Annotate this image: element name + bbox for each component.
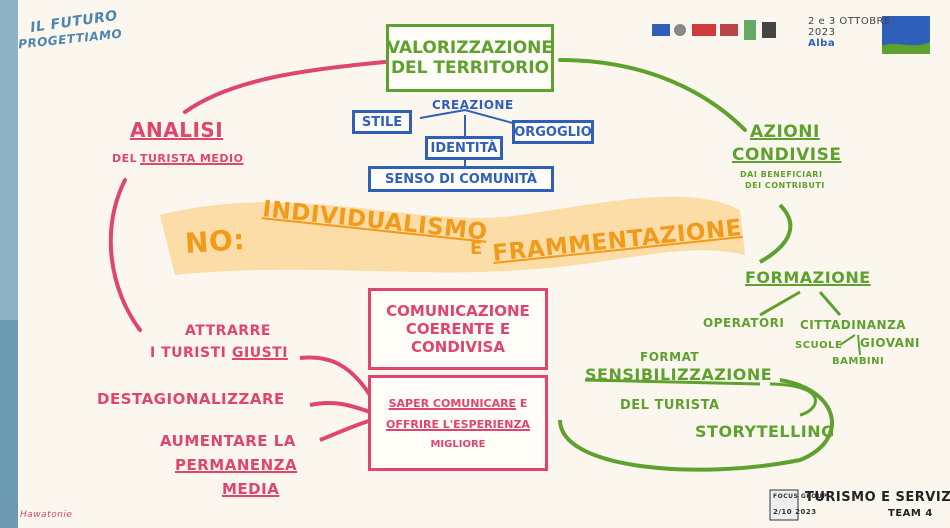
scuole-label: SCUOLE <box>795 340 843 351</box>
banner-conj: E <box>470 238 483 259</box>
pink-arrow-2 <box>309 401 371 414</box>
saper-l3: MIGLIORE <box>430 438 486 450</box>
focus-group: FOCUS GROUP <box>773 493 828 500</box>
event-place: Alba <box>808 38 836 49</box>
format-label: FORMAT <box>640 350 700 364</box>
footer-team: TEAM 4 <box>888 508 933 519</box>
analisi-sub: TURISTA MEDIO <box>140 152 244 165</box>
event-year: 2023 <box>808 27 836 38</box>
aumentare-l3: MEDIA <box>222 480 280 498</box>
footer-topic: TURISMO E SERVIZI <box>805 490 950 505</box>
operatori-label: OPERATORI <box>703 316 785 330</box>
green-line-sens <box>584 378 761 386</box>
stile-box: STILE <box>352 110 412 134</box>
com-l2: COERENTE E <box>405 320 511 338</box>
condivise-title: CONDIVISE <box>732 145 842 165</box>
del-turista-label: DEL TURISTA <box>620 398 720 413</box>
saper-l2: OFFRIRE L'ESPERIENZA <box>386 417 530 431</box>
comunicazione-box: COMUNICAZIONE COERENTE E CONDIVISA <box>368 288 548 370</box>
saper-box: SAPER COMUNICARE E OFFRIRE L'ESPERIENZA … <box>368 375 548 471</box>
senso-label: SENSO DI COMUNITÀ <box>385 171 537 187</box>
saper-l1b: E <box>519 396 528 410</box>
analisi-sub-prefix: DEL <box>112 152 138 165</box>
green-cittadinanza-line-r <box>857 334 861 356</box>
com-l1: COMUNICAZIONE <box>386 302 530 320</box>
focus-logo <box>769 489 799 521</box>
green-formazione-line-l <box>759 290 801 317</box>
identita-box: IDENTITÀ <box>425 136 503 160</box>
green-curve-top <box>558 58 747 132</box>
identita-label: IDENTITÀ <box>430 140 498 156</box>
analisi-title: ANALISI <box>130 118 224 142</box>
stile-label: STILE <box>361 114 403 130</box>
attrarre-l2a: I TURISTI <box>150 345 227 361</box>
focus-date: 2/10 2023 <box>773 508 817 516</box>
green-formazione-line-r <box>818 291 842 316</box>
bambini-label: BAMBINI <box>832 356 885 367</box>
green-curve-bottom <box>558 378 834 472</box>
attrarre-l1: ATTRARRE <box>185 323 271 339</box>
side-tab-lower <box>0 320 18 528</box>
green-curve-right <box>759 203 793 264</box>
creazione-label: CREAZIONE <box>432 98 514 112</box>
pink-arrow-1 <box>299 355 372 397</box>
storytelling-label: STORYTELLING <box>695 422 835 441</box>
banner-band <box>160 196 745 275</box>
valorizzazione-box: VALORIZZAZIONE DEL TERRITORIO <box>386 24 554 92</box>
dai-beneficiari: DAI BENEFICIARI <box>740 170 823 179</box>
cittadinanza-label: CITTADINANZA <box>800 318 907 332</box>
saper-l1a: SAPER COMUNICARE <box>388 396 517 410</box>
pink-arrow-3 <box>319 418 373 442</box>
aumentare-l1: AUMENTARE LA <box>160 432 296 450</box>
header-logos <box>652 20 776 40</box>
signature: Hawatonie <box>20 510 73 520</box>
dei-contributi: DEI CONTRIBUTI <box>745 181 825 190</box>
saper-l1: SAPER COMUNICARE E <box>389 397 528 410</box>
pink-curve-top <box>183 60 387 114</box>
senso-box: SENSO DI COMUNITÀ <box>368 166 554 192</box>
valorizzazione-title-l1: VALORIZZAZIONE <box>387 38 554 58</box>
sensibilizzazione-label: SENSIBILIZZAZIONE <box>585 365 773 384</box>
blue-line-1 <box>419 108 521 126</box>
formazione-title: FORMAZIONE <box>745 268 871 287</box>
banner-prefix: NO: <box>183 222 247 261</box>
pink-curve-left <box>108 178 142 332</box>
event-date: 2 e 3 OTTOBRE <box>808 16 891 27</box>
green-cittadinanza-line-l <box>839 334 856 346</box>
attrarre-l2b: GIUSTI <box>232 345 288 361</box>
orgoglio-box: ORGOGLIO <box>512 120 594 144</box>
orgoglio-label: ORGOGLIO <box>514 124 592 140</box>
aumentare-l2: PERMANENZA <box>175 456 298 474</box>
destagionalizzare: DESTAGIONALIZZARE <box>97 390 285 408</box>
giovani-label: GIOVANI <box>860 336 920 350</box>
valorizzazione-title-l2: DEL TERRITORIO <box>390 58 550 78</box>
green-storytelling-curve <box>769 382 817 417</box>
azioni-title: AZIONI <box>750 122 820 142</box>
eu-flag <box>882 16 930 54</box>
com-l3: CONDIVISA <box>411 338 505 356</box>
